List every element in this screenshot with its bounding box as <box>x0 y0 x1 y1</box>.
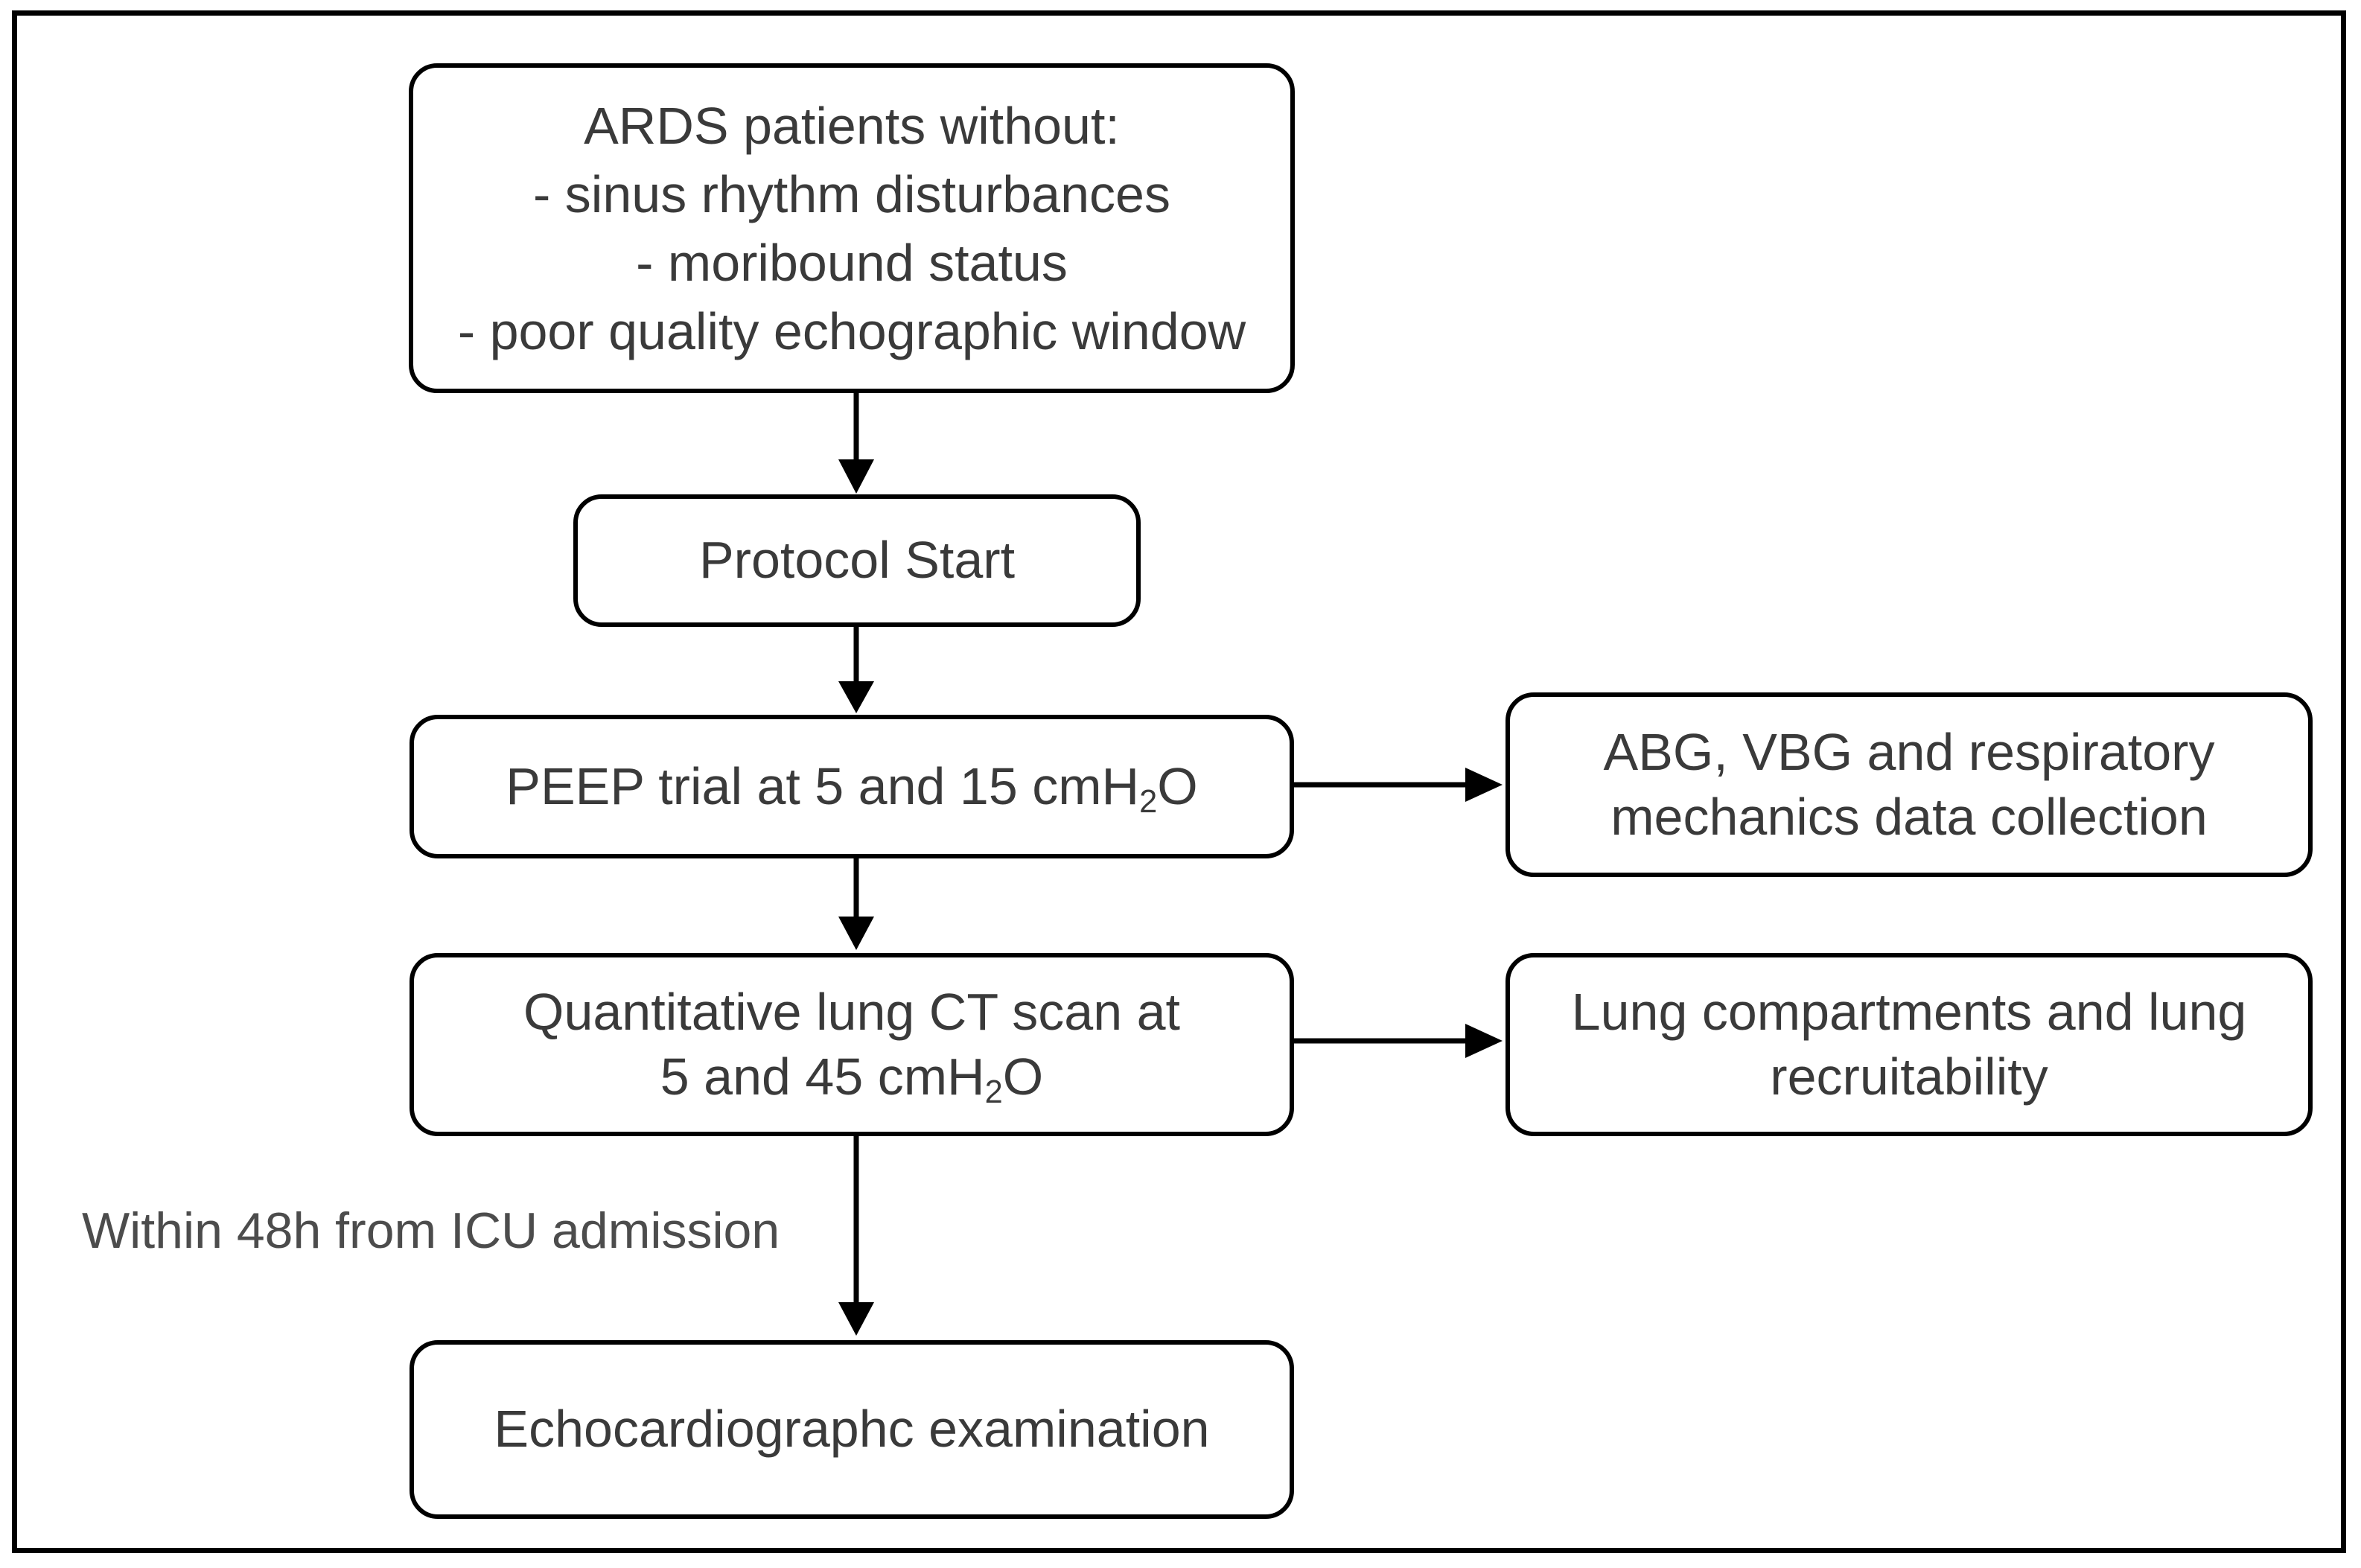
node-peep-trial: PEEP trial at 5 and 15 cmH2O <box>410 715 1294 858</box>
peep-trial-subscript: 2 <box>1139 783 1158 820</box>
node-quantitative-ct-scan: Quantitative lung CT scan at 5 and 45 cm… <box>410 953 1294 1136</box>
node-echocardiographic-examination: Echocardiographc examination <box>410 1340 1294 1519</box>
ards-line-2: - sinus rhythm disturbances <box>533 165 1170 223</box>
annotation-within-48h: Within 48h from ICU admission <box>82 1202 780 1259</box>
protocol-start-label: Protocol Start <box>698 531 1016 590</box>
lung-compartments-label: Lung compartments and lung recruitabilit… <box>1571 982 2247 1106</box>
abg-label: ABG, VBG and respiratory mechanics data … <box>1603 722 2215 847</box>
echo-label: Echocardiographc examination <box>494 1400 1210 1459</box>
peep-trial-text: PEEP trial at 5 and 15 cmH <box>506 756 1140 815</box>
ct-scan-subscript: 2 <box>984 1074 1003 1110</box>
node-protocol-start: Protocol Start <box>573 494 1141 627</box>
node-abg-vbg-data-collection: ABG, VBG and respiratory mechanics data … <box>1506 692 2313 877</box>
peep-trial-label: PEEP trial at 5 and 15 cmH2O <box>506 754 1197 820</box>
ct-scan-text: 5 and 45 cmH <box>660 1048 985 1106</box>
ards-line-3: - moribound status <box>636 233 1068 292</box>
ards-line-1: ARDS patients without: <box>584 96 1120 155</box>
ct-scan-line-2: 5 and 45 cmH2O <box>660 1045 1043 1110</box>
ards-line-4: - poor quality echographic window <box>457 302 1246 360</box>
figure-border <box>12 10 2346 1553</box>
node-ards-patients: ARDS patients without: - sinus rhythm di… <box>409 63 1295 393</box>
node-lung-compartments-recruitability: Lung compartments and lung recruitabilit… <box>1506 953 2313 1136</box>
ct-scan-text-end: O <box>1002 1048 1044 1106</box>
peep-trial-text-end: O <box>1157 756 1198 815</box>
ct-scan-line-1: Quantitative lung CT scan at <box>523 982 1180 1041</box>
